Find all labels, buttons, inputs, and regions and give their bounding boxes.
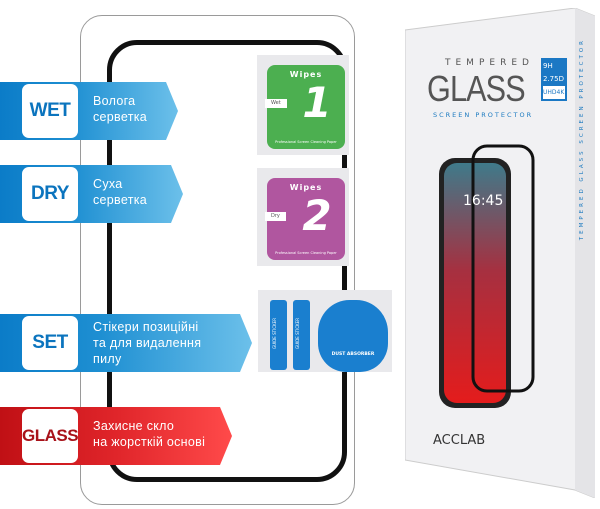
wipe-number: 2 [302, 191, 332, 240]
banner-glass: GLASS Захисне скло на жорсткій основі [0, 407, 232, 465]
tag-wet: WET [22, 84, 78, 138]
desc-line: Суха [93, 177, 123, 191]
banner-wet: WET Волога серветка [0, 82, 178, 140]
banner-desc: Захисне скло на жорсткій основі [93, 418, 205, 450]
desc-line: Волога [93, 94, 136, 108]
brand-logo: ACCLAB [433, 433, 486, 448]
tag-dry: DRY [22, 167, 78, 221]
desc-line: пилу [93, 352, 122, 366]
banner-desc: Волога серветка [93, 93, 147, 125]
guide-sticker-label: GUIDE STICKER [295, 318, 300, 349]
banner-dry: DRY Суха серветка [0, 165, 183, 223]
box-glass: GLASS [427, 68, 526, 109]
guide-sticker [270, 300, 287, 370]
desc-line: серветка [93, 110, 148, 124]
tag-glass: GLASS [22, 409, 78, 463]
wipe-pack: Wipes 1 Wet Professional Screen Cleaning… [265, 65, 345, 149]
box-side-text: TEMPERED GLASS SCREEN PROTECTOR [579, 38, 585, 241]
wipe-title: Wipes [289, 183, 323, 192]
banner-set: SET Стікери позиційні та для видалення пил… [0, 314, 252, 372]
box-illustration [405, 8, 595, 498]
wipe-label: Dry [265, 212, 286, 221]
spec-badges: 9H 2.75D UHD4K [541, 58, 567, 101]
desc-line: Захисне скло [93, 419, 175, 433]
desc-line: та для видалення [93, 336, 202, 350]
badge-uhd: UHD4K [543, 86, 565, 99]
wipe-number: 1 [302, 78, 332, 127]
banner-desc: Суха серветка [93, 176, 147, 208]
badge-hardness: 9H [543, 62, 553, 70]
product-box: TEMPERED GLASS SCREEN PROTECTOR 9H 2.75D U… [405, 8, 595, 498]
phone-clock: 16:45 [463, 193, 504, 209]
guide-sticker-label: GUIDE STICKER [272, 318, 277, 349]
badge-edge: 2.75D [543, 75, 564, 83]
dust-absorber-label: DUST ABSORBER [331, 352, 375, 357]
box-tempered: TEMPERED [445, 58, 534, 68]
wipe-label: Wet [265, 99, 287, 108]
guide-sticker [293, 300, 310, 370]
wipe-footer: Professional Screen Cleaning Paper [275, 251, 337, 255]
desc-line: на жорсткій основі [93, 435, 206, 449]
banner-desc: Стікери позиційні та для видалення пилу [93, 319, 201, 367]
wipe-footer: Professional Screen Cleaning Paper [275, 140, 337, 144]
wipe-card-wet: Wipes 1 Wet Professional Screen Cleaning… [257, 55, 349, 155]
tag-set: SET [22, 316, 78, 370]
desc-line: серветка [93, 193, 148, 207]
sticker-card: GUIDE STICKER GUIDE STICKER DUST ABSORBE… [258, 290, 392, 372]
glass-outline [80, 15, 355, 505]
box-subtitle: SCREEN PROTECTOR [433, 111, 534, 119]
wipe-pack: Wipes 2 Dry Professional Screen Cleaning… [265, 178, 345, 260]
wipe-title: Wipes [289, 70, 323, 79]
desc-line: Стікери позиційні [93, 320, 199, 334]
dust-absorber [318, 300, 388, 372]
wipe-card-dry: Wipes 2 Dry Professional Screen Cleaning… [257, 168, 349, 266]
